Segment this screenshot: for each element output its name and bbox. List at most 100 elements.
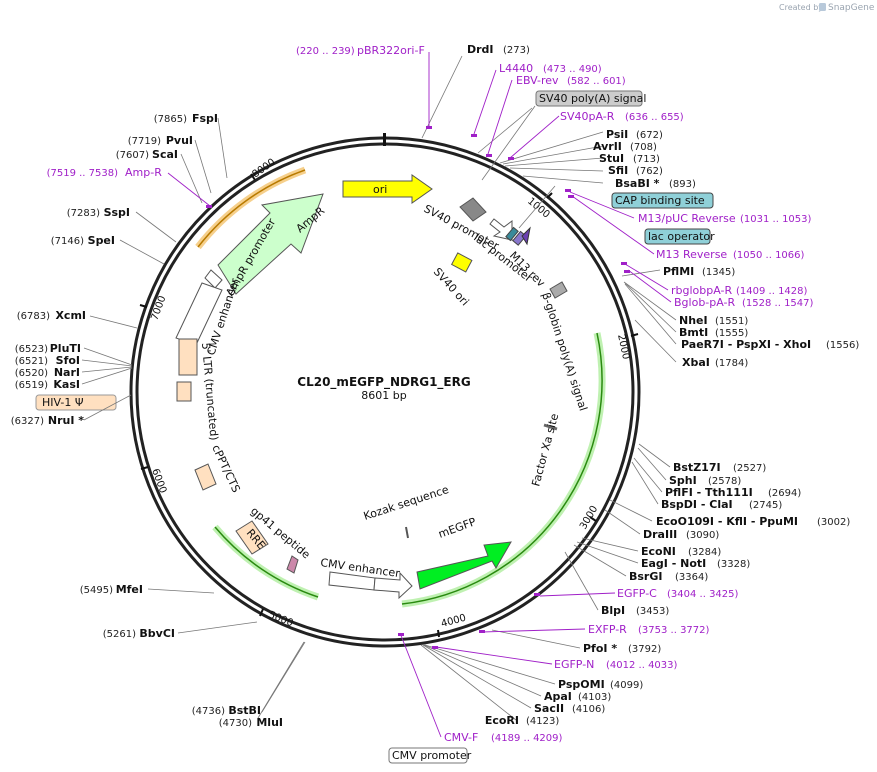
enzyme-pos: (713) <box>633 154 660 165</box>
enzyme-name: PfoI * <box>583 642 617 655</box>
m13-rev-arrow <box>521 226 531 246</box>
primer-name: EXFP-R <box>588 623 627 636</box>
enzyme-pos: (893) <box>669 179 696 190</box>
enzyme-pos: (3090) <box>686 530 719 541</box>
enzyme-name: BsaBI * <box>615 177 660 190</box>
primer-name: SV40pA-R <box>560 110 615 123</box>
enzyme-pos: (708) <box>630 142 657 153</box>
enzyme-name: DrdI <box>467 43 494 56</box>
cmv-promoter-arrow <box>373 571 413 600</box>
enzyme-pos: (1784) <box>715 358 748 369</box>
sv40-promoter-box <box>459 197 487 222</box>
primer-name: pBR322ori-F <box>357 44 425 57</box>
enzyme-pos: (5495) <box>80 585 113 596</box>
enzyme-pos: (3284) <box>688 547 721 558</box>
factor-xa-label: Factor Xa site <box>529 412 561 488</box>
lac-operator-tag-label: lac operator <box>648 230 715 243</box>
enzyme-pos: (6521) <box>15 356 48 367</box>
primer-name: rbglobpA-R <box>671 284 732 297</box>
gp41-box <box>286 555 299 574</box>
enzyme-name: SfiI <box>608 164 628 177</box>
enzyme-pos: (1556) <box>826 340 859 351</box>
hiv-psi-tag <box>35 394 117 411</box>
primer-name: M13/pUC Reverse <box>638 212 736 225</box>
enzyme-pos: (3328) <box>717 559 750 570</box>
enzyme-pos: (672) <box>636 130 663 141</box>
enzyme-name: AvrII <box>593 140 622 153</box>
credit-brand: SnapGene <box>828 3 875 13</box>
enzyme-name: BstBI <box>228 704 261 717</box>
enzyme-pos: (2694) <box>768 488 801 499</box>
primer-pos: (3404 .. 3425) <box>667 589 739 600</box>
tick-label-2000: 2000 <box>615 333 631 360</box>
enzyme-pos: (3792) <box>628 644 661 655</box>
enzyme-pos: (762) <box>636 166 663 177</box>
enzyme-name: BmtI <box>679 326 708 339</box>
enzyme-name: KasI <box>53 378 80 391</box>
enzyme-pos: (1555) <box>715 328 748 339</box>
cap-site-mark <box>505 226 519 242</box>
tick-marks <box>139 173 639 638</box>
enzyme-name: PflFI - Tth111I <box>665 486 753 499</box>
enzyme-pos: (4106) <box>572 704 605 715</box>
enzyme-name: PflMI <box>663 265 694 278</box>
primer-name: EGFP-N <box>554 658 594 671</box>
sv40-ori-box <box>450 252 473 273</box>
primer-pos: (3753 .. 3772) <box>638 625 710 636</box>
enzyme-name: PvuI <box>166 134 193 147</box>
primer-name: M13 Reverse <box>656 248 727 261</box>
primer-pos: (1031 .. 1053) <box>740 214 812 225</box>
enzyme-leader-lines <box>81 55 677 721</box>
enzyme-pos: (6520) <box>15 368 48 379</box>
enzyme-pos: (6519) <box>15 380 48 391</box>
primer-pos: (473 .. 490) <box>543 64 602 75</box>
primer-pos: (220 .. 239) <box>296 46 355 57</box>
enzyme-name: FspI <box>192 112 218 125</box>
enzyme-name: PspOMI <box>558 678 605 691</box>
enzyme-name: MfeI <box>116 583 143 596</box>
enzyme-name: NruI * <box>48 414 84 427</box>
hiv-psi-tag-label: HIV-1 Ψ <box>42 396 84 409</box>
enzyme-name: XcmI <box>55 309 86 322</box>
sv40-polya-tag-label: SV40 poly(A) signal <box>539 92 646 105</box>
primer-name: Bglob-pA-R <box>674 296 736 309</box>
enzyme-name: SpeI <box>88 234 115 247</box>
primer-pos: (636 .. 655) <box>625 112 684 123</box>
cmv-promoter-tag-label: CMV promoter <box>392 749 472 762</box>
primer-pos: (1528 .. 1547) <box>742 298 814 309</box>
enzyme-pos: (1345) <box>702 267 735 278</box>
kozak-mark <box>405 526 409 539</box>
enzyme-pos: (2578) <box>708 476 741 487</box>
factor-xa-mark <box>543 423 558 431</box>
primer-labels: (220 .. 239) pBR322ori-F L4440 (473 .. 4… <box>47 44 814 744</box>
rre-box <box>235 520 269 555</box>
primer-pos: (582 .. 601) <box>567 76 626 87</box>
enzyme-name: ApaI <box>544 690 572 703</box>
primer-pos: (4189 .. 4209) <box>491 733 563 744</box>
enzyme-pos: (6523) <box>15 344 48 355</box>
enzyme-labels: DrdI (273) PsiI (672) AvrII (708) StuI (… <box>11 43 860 729</box>
ltr-box <box>178 338 198 376</box>
enzyme-pos: (4736) <box>192 706 225 717</box>
enzyme-pos: (7607) <box>116 150 149 161</box>
enzyme-name: EcoRI <box>485 714 519 727</box>
enzyme-name: PaeR7I - PspXI - XhoI <box>681 338 811 351</box>
primer-name: CMV-F <box>444 731 478 744</box>
enzyme-pos: (3453) <box>636 606 669 617</box>
tick-label-3000: 3000 <box>578 504 600 532</box>
enzyme-name: BstZ17I <box>673 461 721 474</box>
enzyme-name: SphI <box>669 474 697 487</box>
tick-label-5000: 5000 <box>267 610 295 630</box>
cppt-box <box>194 463 217 491</box>
cap-binding-tag <box>611 192 714 209</box>
plasmid-length: 8601 bp <box>361 389 406 402</box>
enzyme-name: BlpI <box>601 604 625 617</box>
enzyme-pos: (2745) <box>749 500 782 511</box>
amp-arc <box>197 169 306 248</box>
enzyme-name: DraIII <box>643 528 677 541</box>
tick-label-7000: 7000 <box>149 294 168 322</box>
primer-name: EBV-rev <box>516 74 559 87</box>
hiv-psi-box <box>176 381 192 402</box>
primer-pos: (4012 .. 4033) <box>606 660 678 671</box>
primer-pos: (1050 .. 1066) <box>733 250 805 261</box>
